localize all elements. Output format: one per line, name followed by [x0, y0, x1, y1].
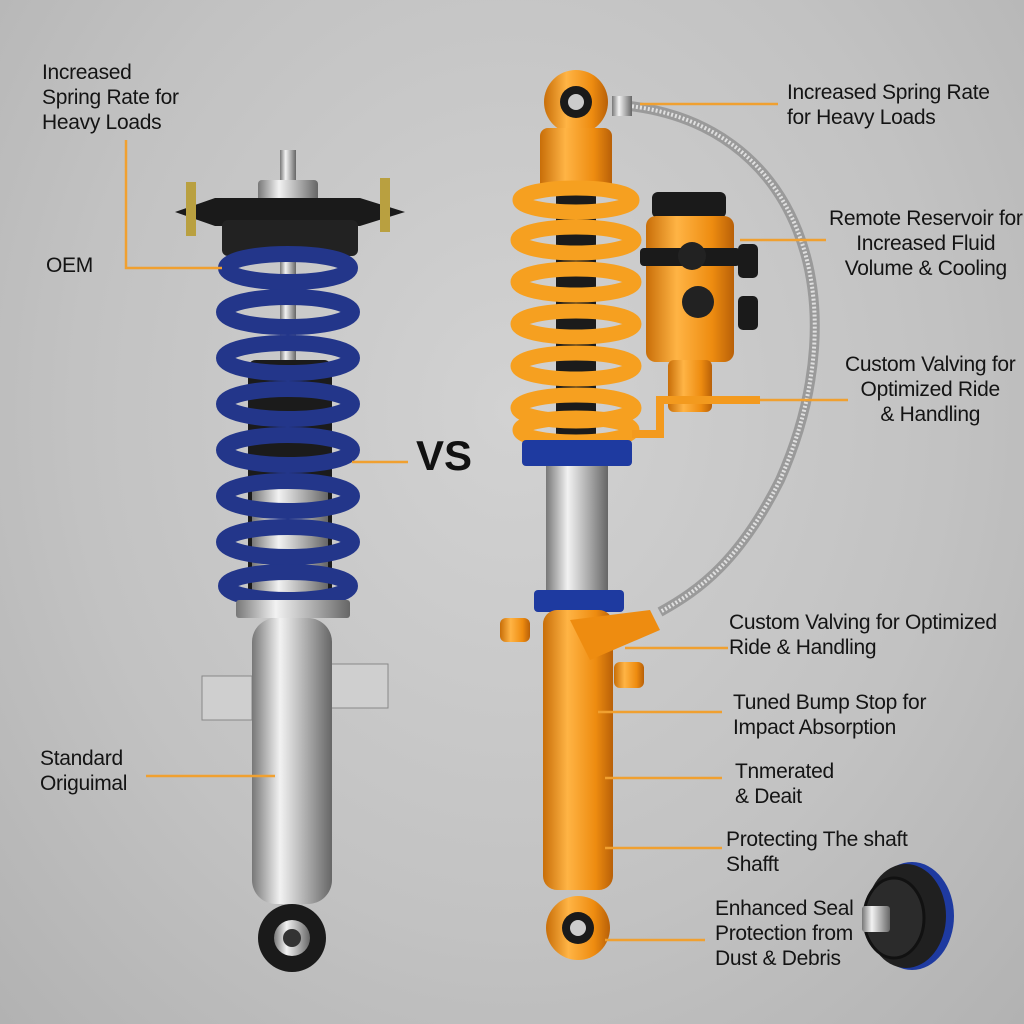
- bump-stop-label: Tuned Bump Stop for Impact Absorption: [733, 691, 927, 739]
- standard-original-label: Standard Origuimal: [40, 747, 128, 795]
- oem-label: OEM: [46, 254, 93, 277]
- valving-label-upper: Custom Valving for Optimized Ride & Hand…: [845, 353, 1016, 426]
- seal-label: Enhanced Seal Protection from Dust & Deb…: [715, 897, 854, 970]
- oem-shock: [175, 150, 405, 972]
- valving-label-lower: Custom Valving for Optimized Ride & Hand…: [729, 611, 997, 659]
- vs-label: VS: [416, 432, 473, 479]
- leader-lines: [124, 102, 848, 942]
- upgraded-shock: [500, 70, 820, 960]
- shaft-label: Protecting The shaft Shafft: [726, 828, 908, 876]
- seal-part: [862, 862, 954, 970]
- tnmerated-label: Tnmerated & Deait: [735, 760, 834, 808]
- reservoir-label: Remote Reservoir for Increased Fluid Vol…: [829, 207, 1023, 280]
- upgraded-spring-label: Increased Spring Rate for Heavy Loads: [787, 81, 990, 129]
- oem-spring-label: Increased Spring Rate for Heavy Loads: [42, 61, 179, 134]
